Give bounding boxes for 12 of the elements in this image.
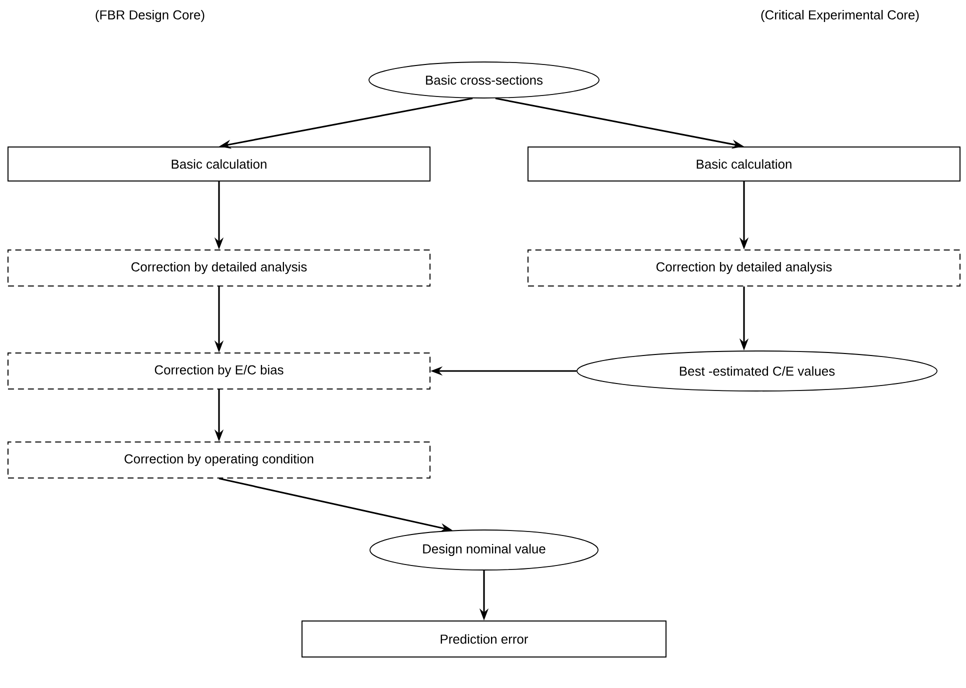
heading-label: (Critical Experimental Core) — [761, 10, 919, 22]
process-box: Basic calculation — [528, 146, 960, 182]
oval-node: Best -estimated C/E values — [576, 350, 938, 392]
dashed-process-box: Correction by detailed analysis — [8, 250, 430, 286]
process-box: Prediction error — [302, 620, 666, 658]
oval-node: Design nominal value — [370, 530, 598, 570]
heading-label: (FBR Design Core) — [96, 10, 204, 22]
dashed-process-box: Correction by operating condition — [8, 442, 430, 478]
dashed-process-box: Correction by E/C bias — [8, 352, 430, 390]
process-box: Basic calculation — [8, 146, 430, 182]
dashed-process-box: Correction by detailed analysis — [528, 250, 960, 286]
oval-node: Basic cross-sections — [368, 62, 600, 98]
